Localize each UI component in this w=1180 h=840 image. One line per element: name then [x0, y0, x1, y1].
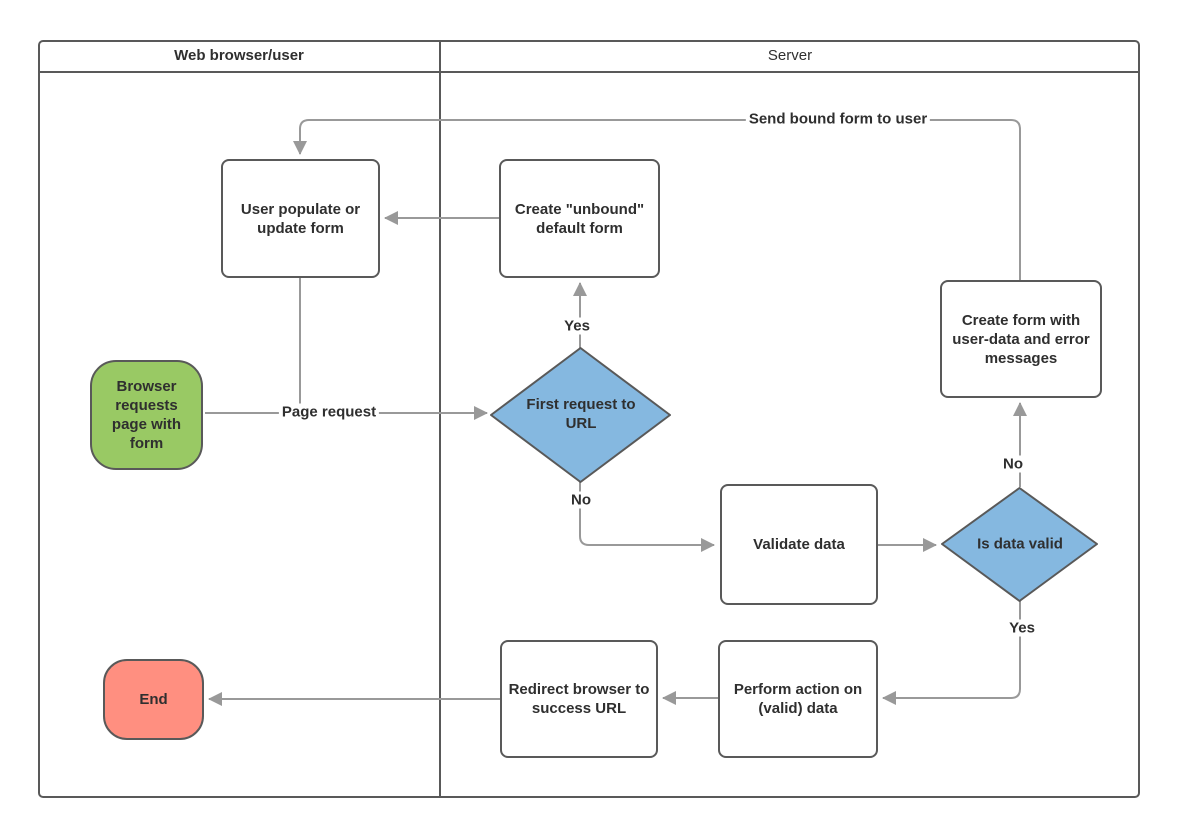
edge-label-first-request-no: No	[568, 491, 594, 509]
lane-header-separator	[38, 71, 1140, 73]
lane-header-server: Server	[767, 47, 813, 64]
edge-label-page-request: Page request	[278, 403, 380, 421]
edge-label-is-valid-yes: Yes	[1006, 619, 1038, 637]
node-end: End	[103, 659, 204, 740]
edge-label-first-request-yes: Yes	[561, 317, 593, 335]
edge-label-is-valid-no: No	[1000, 455, 1026, 473]
node-create-form-with-user-data-and-errors: Create form with user-data and error mes…	[940, 280, 1102, 398]
decision-label-is-data-valid: Is data valid	[977, 535, 1063, 553]
node-validate-data: Validate data	[720, 484, 878, 605]
edge-label-send-bound-form-to-user: Send bound form to user	[745, 110, 931, 128]
lane-header-web-browser-user: Web browser/user	[174, 47, 304, 64]
node-redirect-browser-to-success-url: Redirect browser to success URL	[500, 640, 658, 758]
node-browser-requests-page-with-form: Browser requests page with form	[90, 360, 203, 470]
node-perform-action-on-valid-data: Perform action on (valid) data	[718, 640, 878, 758]
decision-label-first-request-to-url: First request to URL	[526, 396, 636, 432]
lane-divider	[439, 40, 441, 798]
swimlane-frame	[38, 40, 1140, 798]
node-user-populate-or-update-form: User populate or update form	[221, 159, 380, 278]
node-create-unbound-default-form: Create "unbound" default form	[499, 159, 660, 278]
